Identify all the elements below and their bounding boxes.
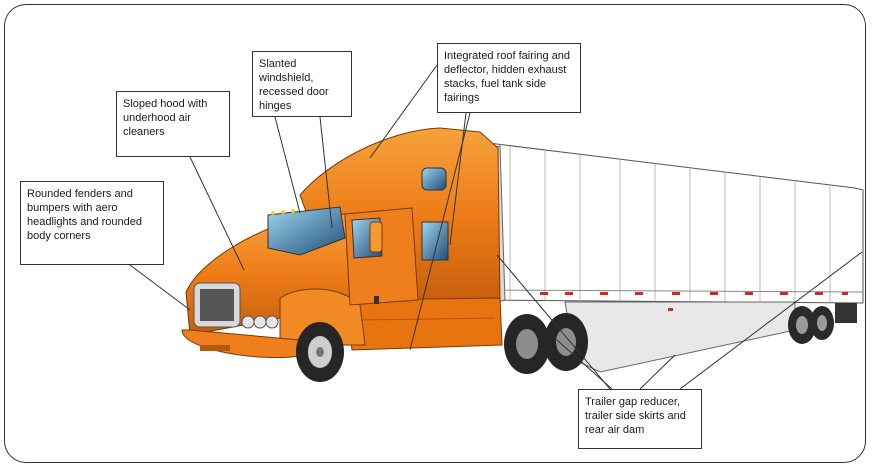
callout-hood: Sloped hood with underhood air cleaners	[116, 91, 230, 157]
callout-windshield: Slanted windshield, recessed door hinges	[252, 51, 352, 117]
drive-wheels	[504, 313, 588, 374]
leader-line-windshield-1	[275, 117, 300, 213]
leader-line-hood	[190, 157, 244, 270]
callout-fenders: Rounded fenders and bumpers with aero he…	[20, 181, 164, 265]
callout-roof: Integrated roof fairing and deflector, h…	[437, 43, 581, 113]
leader-line-fenders	[130, 265, 190, 310]
callout-trailer: Trailer gap reducer, trailer side skirts…	[578, 389, 702, 449]
